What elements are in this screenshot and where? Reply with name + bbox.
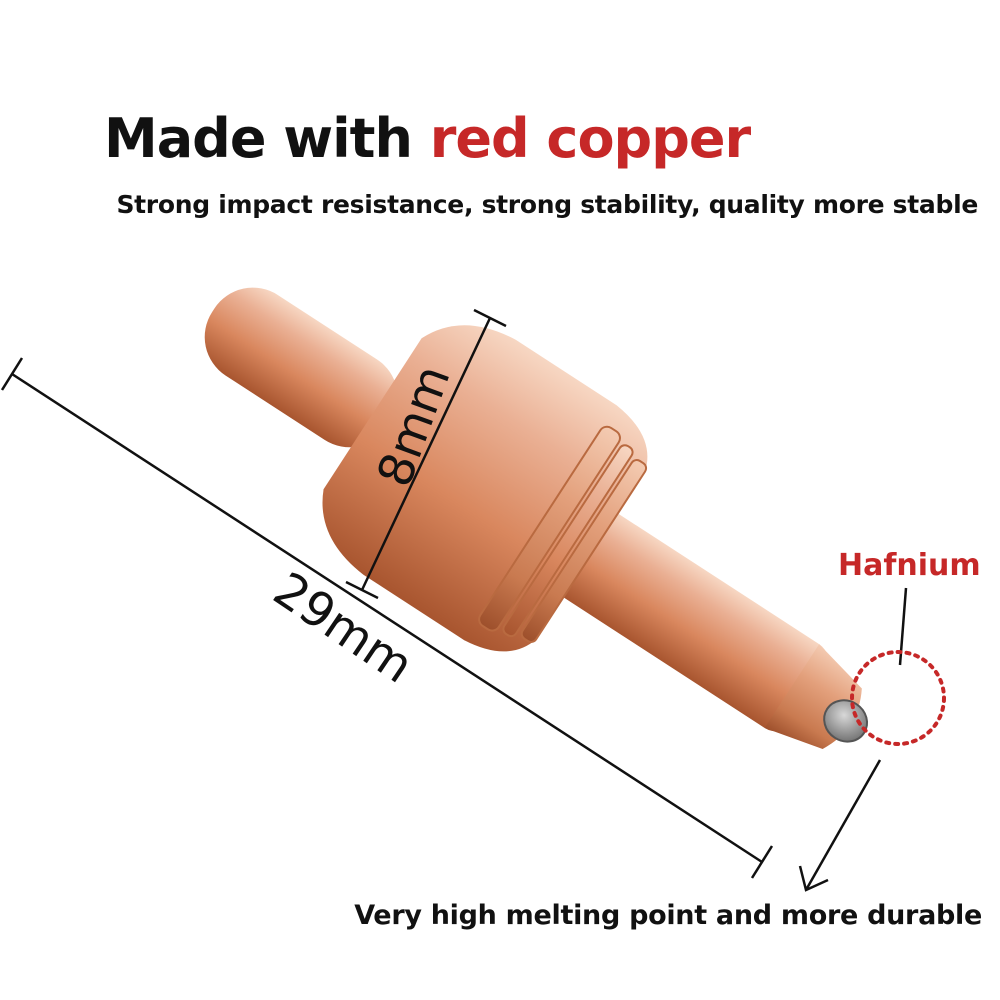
collar-ring-2 xyxy=(502,444,634,638)
length-dimension-line xyxy=(0,357,774,879)
rear-pin xyxy=(204,287,398,448)
footer-arrow xyxy=(798,759,882,892)
front-pin xyxy=(537,499,829,732)
footer-caption: Very high melting point and more durable xyxy=(354,900,982,931)
headline-part2: red copper xyxy=(429,107,751,170)
collar-ring-3 xyxy=(520,459,648,643)
headline: Made with red copper xyxy=(104,112,751,166)
hafnium-label: Hafnium xyxy=(838,548,981,583)
diameter-dimension-line xyxy=(345,308,507,600)
copper-electrode xyxy=(204,287,869,749)
collar-ring-1 xyxy=(478,425,621,632)
hafnium-insert xyxy=(823,699,869,743)
hafnium-callout xyxy=(850,587,946,746)
subheadline: Strong impact resistance, strong stabili… xyxy=(116,190,978,219)
headline-part1: Made with xyxy=(104,107,430,170)
